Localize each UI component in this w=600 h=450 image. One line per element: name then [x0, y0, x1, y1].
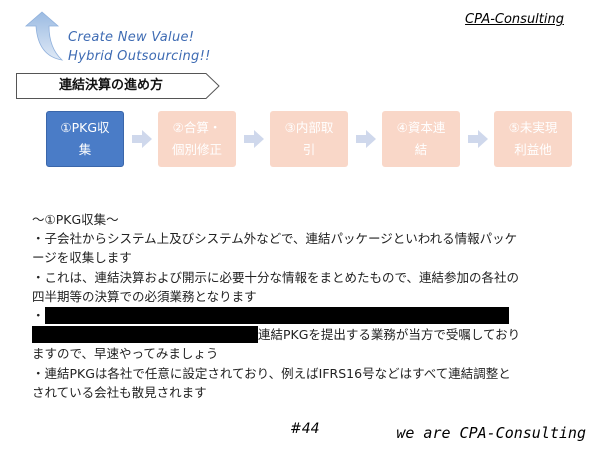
- step-pkg-collection: ①PKG収集: [46, 111, 124, 167]
- step-capital-consolidation: ④資本連結: [382, 111, 460, 167]
- section-title: 連結決算の進め方: [58, 78, 163, 93]
- page-number: #44: [290, 421, 320, 437]
- brand-header: CPA-Consulting: [465, 12, 564, 27]
- chevron-right-icon: [132, 130, 152, 148]
- section-title-tab: 連結決算の進め方: [16, 73, 220, 99]
- redaction-bar: [32, 326, 258, 344]
- process-steps: ①PKG収集 ②合算・個別修正 ③内部取引 ④資本連結 ⑤未実現利益他: [46, 111, 586, 171]
- chevron-right-icon: [356, 130, 376, 148]
- paragraph-4: ・連結PKGは各社で任意に設定されており、例えばIFRS16号などはすべて連結調…: [32, 365, 511, 400]
- tab-shape: [16, 73, 220, 99]
- curved-up-arrow-icon: [24, 11, 64, 61]
- chevron-right-icon: [244, 130, 264, 148]
- redaction-bar: [44, 307, 509, 325]
- body-heading: 〜①PKG収集〜: [32, 212, 119, 227]
- slogan: Create New Value! Hybrid Outsourcing!!: [68, 28, 211, 66]
- step-aggregation: ②合算・個別修正: [158, 111, 236, 167]
- paragraph-3: ・連結PKGを提出する業務が当方で受嘱しておりますので、早速やってみましょう: [32, 307, 521, 362]
- body-text: 〜①PKG収集〜 ・子会社からシステム上及びシステム外などで、連結パッケージとい…: [32, 210, 522, 402]
- step-intercompany: ③内部取引: [270, 111, 348, 167]
- slogan-line-2: Hybrid Outsourcing!!: [68, 49, 211, 64]
- footer-tagline: we are CPA-Consulting: [396, 424, 586, 442]
- step-unrealized-profit: ⑤未実現利益他: [494, 111, 572, 167]
- chevron-right-icon: [468, 130, 488, 148]
- paragraph-1: ・子会社からシステム上及びシステム外などで、連結パッケージといわれる情報パッケー…: [32, 231, 518, 266]
- paragraph-2: ・これは、連結決算および開示に必要十分な情報をまとめたもので、連結参加の各社の四…: [32, 269, 520, 304]
- slogan-line-1: Create New Value!: [68, 30, 195, 45]
